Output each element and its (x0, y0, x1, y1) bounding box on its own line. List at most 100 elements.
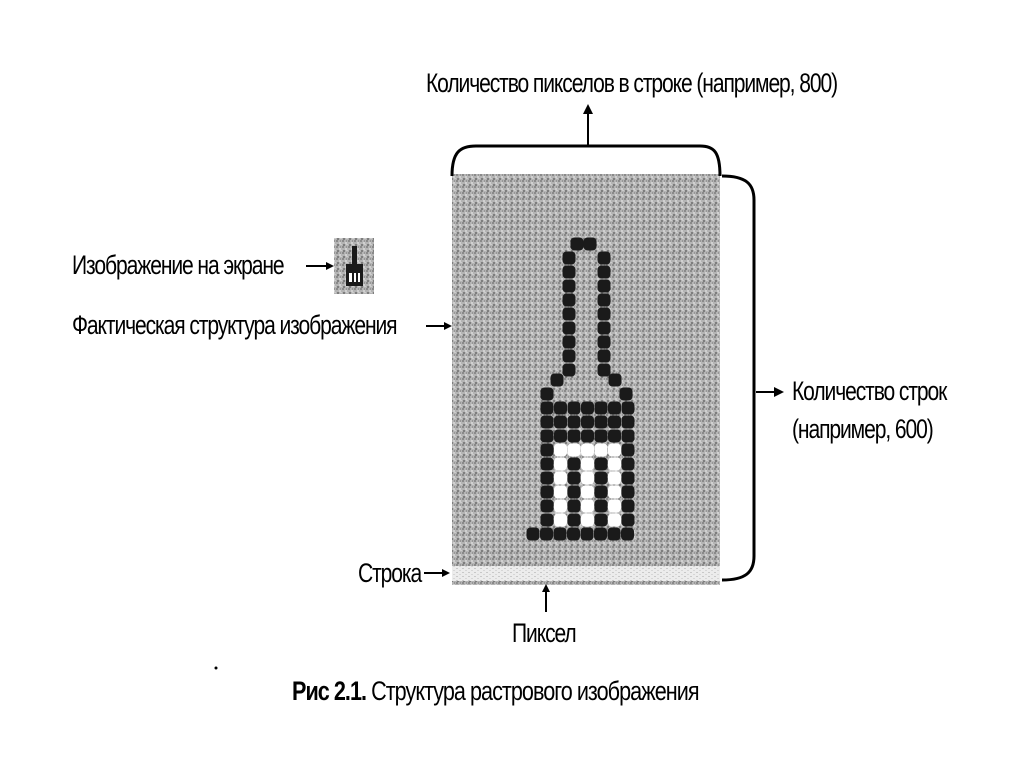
brush-pixel (567, 471, 581, 485)
brush-pixel (597, 321, 611, 335)
brush-pixel (594, 457, 608, 471)
brush-pixel (554, 429, 567, 443)
brush-pixel (597, 265, 611, 279)
brush-pixel (581, 485, 594, 499)
brush-pixel (594, 499, 608, 513)
row-count-label-line2: (например, 600) (792, 414, 934, 444)
brush-pixel (608, 457, 621, 471)
brush-pixel (621, 485, 635, 499)
brush-pixel (608, 373, 622, 387)
brush-pixel (540, 415, 554, 429)
brush-pixel (567, 499, 581, 513)
brush-pixel (581, 415, 594, 429)
brush-pixel (608, 499, 621, 513)
brush-pixel (594, 513, 608, 527)
brush-pixel (594, 401, 608, 415)
figure-caption: Рис 2.1. Структура растрового изображени… (292, 676, 700, 706)
brush-pixel (621, 527, 634, 541)
brush-pixel (621, 499, 635, 513)
brush-pixel (567, 443, 581, 457)
figure-title: Структура растрового изображения (371, 676, 699, 706)
row-count-label-line1: Количество строк (792, 376, 947, 406)
brush-pixel (608, 443, 621, 457)
brush-pixel (540, 401, 554, 415)
brush-pixel (597, 363, 611, 377)
pixels-per-row-label: Количество пикселов в строке (например, … (426, 68, 838, 98)
brush-pixel (621, 443, 635, 457)
brush-pixel (581, 429, 594, 443)
brush-pixel (526, 527, 540, 541)
brush-pixel (581, 513, 594, 527)
brush-pixel (567, 401, 581, 415)
brush-pixel (553, 527, 567, 541)
brush-pixel (594, 429, 608, 443)
brush-pixel (597, 293, 611, 307)
brush-pixel (540, 429, 554, 443)
brush-pixel (554, 443, 567, 457)
brush-pixel (562, 335, 576, 349)
brush-pixel (581, 443, 594, 457)
brush-pixel (562, 279, 576, 293)
brush-pixel (540, 387, 554, 401)
height-arrow-head (774, 387, 784, 397)
brush-pixel (562, 293, 576, 307)
screen-image-label: Изображение на экране (72, 250, 285, 280)
brush-pixel (562, 265, 576, 279)
brush-pixel (608, 471, 621, 485)
row-arrow-head (442, 569, 450, 577)
screen-image-arrow-head (326, 262, 334, 270)
brush-pixel (594, 485, 608, 499)
width-brace (450, 144, 722, 177)
brush-pixel (540, 527, 553, 541)
brush-pixel (621, 457, 635, 471)
brush-pixel (540, 457, 554, 471)
width-arrow-head (583, 104, 593, 114)
brush-pixel (608, 513, 621, 527)
brush-pixel (608, 429, 621, 443)
figure-number: Рис 2.1. (292, 676, 367, 706)
brush-pixel (581, 499, 594, 513)
brush-pixel (597, 279, 611, 293)
brush-pixel (597, 307, 611, 321)
brush-pixel (567, 429, 581, 443)
brush-pixel (594, 443, 608, 457)
brush-pixel (554, 485, 567, 499)
brush-pixel (567, 457, 581, 471)
brush-pixel (608, 401, 621, 415)
brush-pixel (597, 349, 611, 363)
brush-pixel (554, 513, 567, 527)
highlighted-row (452, 566, 720, 581)
actual-structure-label: Фактическая структура изображения (72, 310, 398, 340)
brush-pixel (570, 237, 584, 251)
brush-pixel (540, 471, 554, 485)
brush-pixel (581, 471, 594, 485)
brush-pixel (554, 415, 567, 429)
brush-pixel (608, 415, 621, 429)
brush-pixel (567, 513, 581, 527)
stray-dot (214, 666, 218, 670)
brush-pixel (550, 373, 564, 387)
brush-pixel (594, 471, 608, 485)
brush-pixel (554, 471, 567, 485)
brush-pixel (607, 527, 621, 541)
brush-pixel (580, 527, 594, 541)
brush-pixel (540, 443, 554, 457)
brush-pixel (562, 349, 576, 363)
brush-pixel (581, 457, 594, 471)
brush-pixel (562, 307, 576, 321)
brush-pixel (540, 513, 554, 527)
row-label: Строка (358, 558, 422, 588)
brush-pixel (594, 527, 607, 541)
brush-pixel (562, 251, 576, 265)
brush-pixel (583, 237, 597, 251)
brush-pixel (621, 429, 635, 443)
paint-brush-icon (334, 238, 374, 294)
brush-pixel (562, 363, 576, 377)
brush-pixel (554, 457, 567, 471)
brush-pixel (621, 415, 635, 429)
brush-pixel (597, 251, 611, 265)
enlarged-brush-pixels (526, 237, 635, 541)
brush-pixel (597, 335, 611, 349)
height-brace (721, 174, 756, 582)
